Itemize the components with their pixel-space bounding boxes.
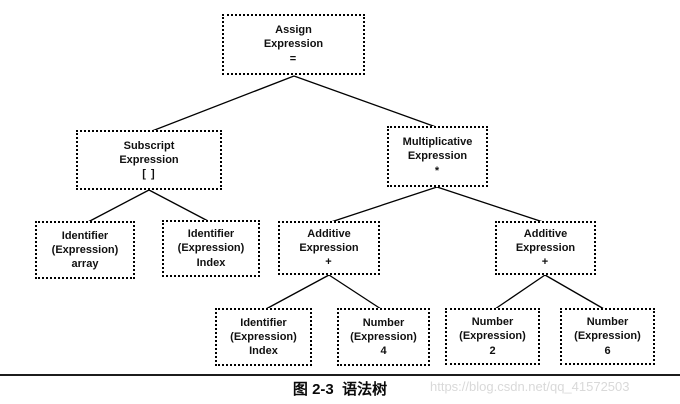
edge-additive-1-to-number-4 (328, 274, 382, 310)
tree-node-number-6: Number (Expression) 6 (560, 308, 655, 365)
node-operator: = (289, 52, 298, 65)
node-line: Number (471, 316, 514, 329)
node-line: 2 (489, 344, 496, 357)
node-line: (Expression) (459, 330, 526, 343)
node-line: Number (362, 316, 405, 329)
watermark-url: https://blog.csdn.net/qq_41572503 (430, 379, 630, 394)
tree-node-additive-expression-1: Additive Expression + (278, 221, 380, 275)
node-line: (Expression) (230, 330, 297, 343)
node-line: (Expression) (574, 330, 641, 343)
node-line: Expression (299, 241, 359, 254)
tree-node-assign-expression: Assign Expression = (222, 14, 365, 75)
node-line: Expression (263, 38, 324, 51)
node-operator: + (541, 256, 550, 269)
node-line: Index (249, 345, 278, 358)
node-line: Number (586, 316, 629, 329)
edge-subscript-to-identifier-index (148, 189, 209, 222)
tree-node-identifier-index-2: Identifier (Expression) Index (215, 308, 312, 366)
node-line: Identifier (187, 228, 235, 241)
tree-node-additive-expression-2: Additive Expression + (495, 221, 596, 275)
node-line: (Expression) (177, 242, 245, 255)
tree-node-number-2: Number (Expression) 2 (445, 308, 540, 365)
edge-additive-2-to-number-2 (494, 274, 546, 310)
tree-node-subscript-expression: Subscript Expression [ ] (76, 130, 222, 190)
node-line: (Expression) (51, 243, 119, 256)
edge-multiplicative-to-additive-1 (330, 186, 438, 223)
edge-additive-1-to-identifier-index (265, 274, 330, 310)
node-line: Additive (307, 227, 351, 240)
node-line: Subscript (123, 139, 175, 152)
node-line: (Expression) (350, 330, 417, 343)
edge-multiplicative-to-additive-2 (436, 186, 544, 223)
node-line: array (71, 258, 99, 271)
node-line: Identifier (240, 316, 287, 329)
edge-additive-2-to-number-6 (544, 274, 605, 310)
node-line: Identifier (61, 229, 109, 242)
node-operator: [ ] (142, 168, 156, 181)
node-line: Assign (275, 24, 312, 37)
tree-node-number-4: Number (Expression) 4 (337, 308, 430, 366)
node-line: Additive (523, 227, 568, 240)
node-line: Expression (515, 241, 576, 254)
node-line: 6 (604, 344, 611, 357)
node-line: Multiplicative (402, 136, 473, 149)
tree-node-identifier-index-1: Identifier (Expression) Index (162, 220, 260, 277)
tree-node-multiplicative-expression: Multiplicative Expression * (387, 126, 488, 187)
node-line: Expression (407, 150, 468, 163)
node-operator: + (325, 256, 333, 269)
edge-subscript-to-identifier-array (87, 189, 150, 223)
node-line: Expression (119, 153, 179, 166)
edge-assign-to-subscript (151, 75, 295, 132)
node-line: Index (196, 256, 226, 269)
node-operator: * (434, 164, 441, 177)
caption-divider (0, 374, 680, 376)
node-line: 4 (380, 345, 387, 358)
figure-caption: 图 2-3 语法树 (292, 381, 388, 398)
edge-assign-to-multiplicative (293, 75, 437, 128)
tree-node-identifier-array: Identifier (Expression) array (35, 221, 135, 279)
